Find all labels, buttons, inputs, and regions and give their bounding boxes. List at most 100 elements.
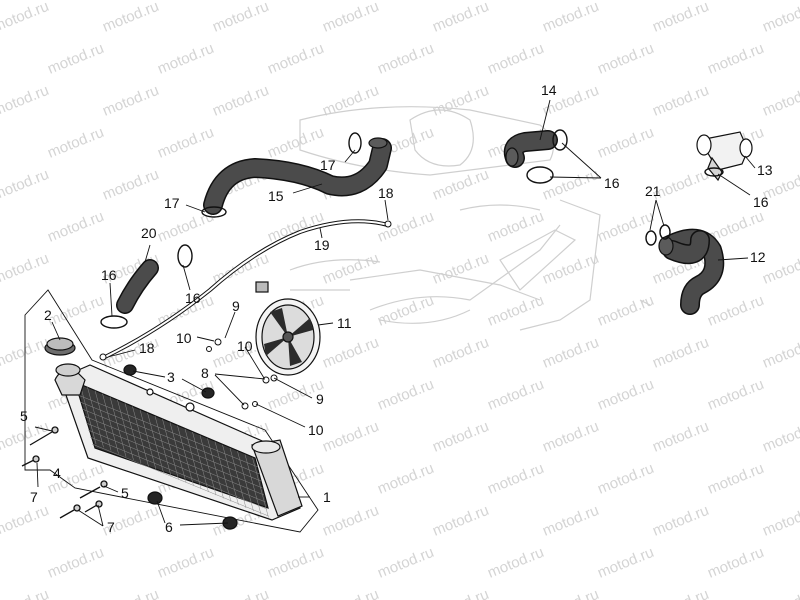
- watermark-text: motod.ru: [375, 460, 436, 498]
- watermark-text: motod.ru: [595, 40, 656, 78]
- watermark-text: motod.ru: [265, 40, 326, 78]
- watermark-text: motod.ru: [760, 82, 800, 120]
- watermark-text: motod.ru: [320, 0, 381, 36]
- hose-15: [203, 137, 392, 215]
- callout-4: 4: [53, 465, 61, 481]
- callout-9-upper: 9: [232, 298, 240, 314]
- watermark-text: motod.ru: [265, 544, 326, 582]
- watermark-text: motod.ru: [430, 502, 491, 540]
- radiator-cap: [44, 337, 76, 356]
- watermark-text: motod.ru: [595, 460, 656, 498]
- watermark-text: motod.ru: [705, 460, 766, 498]
- watermark-text: motod.ru: [485, 460, 546, 498]
- hose-clamps: [100, 129, 724, 329]
- hose-20: [116, 259, 159, 314]
- watermark-text: motod.ru: [320, 586, 381, 600]
- watermark-text: motod.ru: [485, 544, 546, 582]
- watermark-text: motod.ru: [155, 124, 216, 162]
- watermark-text: motod.ru: [540, 0, 601, 36]
- callout-15: 15: [268, 188, 284, 204]
- thermostat-housing: [696, 131, 753, 182]
- cooling-fan: [255, 281, 321, 376]
- watermark-text: motod.ru: [540, 334, 601, 372]
- watermark-text: motod.ru: [650, 0, 711, 36]
- callout-18-right: 18: [378, 185, 394, 201]
- watermark-text: motod.ru: [595, 208, 656, 246]
- callout-3: 3: [167, 369, 175, 385]
- watermark-text: motod.ru: [45, 544, 106, 582]
- watermark-text: motod.ru: [540, 502, 601, 540]
- watermark-text: motod.ru: [0, 82, 51, 120]
- watermark-text: motod.ru: [320, 418, 381, 456]
- callout-9-lower: 9: [316, 391, 324, 407]
- callout-7-right: 7: [107, 519, 115, 535]
- watermark-text: motod.ru: [100, 0, 161, 36]
- watermark-text: motod.ru: [320, 334, 381, 372]
- watermark-text: motod.ru: [430, 418, 491, 456]
- watermark-text: motod.ru: [650, 82, 711, 120]
- watermark-text: motod.ru: [595, 376, 656, 414]
- watermark-text: motod.ru: [595, 124, 656, 162]
- watermark-text: motod.ru: [705, 292, 766, 330]
- watermark-text: motod.ru: [375, 376, 436, 414]
- callout-16-thermostat: 16: [753, 194, 769, 210]
- watermark-text: motod.ru: [45, 208, 106, 246]
- watermark-text: motod.ru: [210, 82, 271, 120]
- watermark-text: motod.ru: [430, 334, 491, 372]
- watermark-text: motod.ru: [760, 418, 800, 456]
- watermark-text: motod.ru: [375, 208, 436, 246]
- watermark-text: motod.ru: [485, 40, 546, 78]
- breather-tube: [103, 219, 390, 359]
- radiator: [54, 363, 303, 521]
- callout-10-middle: 10: [237, 338, 253, 354]
- watermark-text: motod.ru: [705, 544, 766, 582]
- watermark-text: motod.ru: [485, 376, 546, 414]
- watermark-text: motod.ru: [155, 40, 216, 78]
- watermark-text: motod.ru: [430, 82, 491, 120]
- callout-16-hose14: 16: [604, 175, 620, 191]
- watermark-text: motod.ru: [0, 250, 51, 288]
- watermark-text: motod.ru: [760, 0, 800, 36]
- watermark-text: motod.ru: [100, 82, 161, 120]
- watermark-text: motod.ru: [210, 586, 271, 600]
- watermark-text: motod.ru: [0, 166, 51, 204]
- watermark-text: motod.ru: [595, 544, 656, 582]
- callout-12: 12: [750, 249, 766, 265]
- callout-11: 11: [337, 315, 352, 331]
- watermark-text: motod.ru: [540, 418, 601, 456]
- watermark-text: motod.ru: [760, 334, 800, 372]
- watermark-text: motod.ru: [210, 0, 271, 36]
- callout-13: 13: [757, 162, 773, 178]
- callout-6: 6: [165, 519, 173, 535]
- watermark-text: motod.ru: [45, 40, 106, 78]
- watermark-text: motod.ru: [100, 166, 161, 204]
- callout-5-upper: 5: [20, 408, 28, 424]
- watermark-text: motod.ru: [595, 292, 656, 330]
- bolts: [21, 426, 108, 519]
- watermark-text: motod.ru: [760, 586, 800, 600]
- watermark-text: motod.ru: [265, 124, 326, 162]
- hose-14: [503, 130, 558, 168]
- watermark-text: motod.ru: [0, 0, 51, 36]
- callout-17-upper: 17: [320, 157, 336, 173]
- watermark-text: motod.ru: [0, 502, 51, 540]
- watermark-text: motod.ru: [0, 334, 51, 372]
- watermark-text: motod.ru: [650, 502, 711, 540]
- watermark-text: motod.ru: [375, 40, 436, 78]
- watermark-text: motod.ru: [45, 292, 106, 330]
- watermark-text: motod.ru: [760, 502, 800, 540]
- callout-10-lower: 10: [308, 422, 324, 438]
- callout-20: 20: [141, 225, 157, 241]
- watermark-text: motod.ru: [650, 586, 711, 600]
- watermark-text: motod.ru: [650, 334, 711, 372]
- callout-14: 14: [541, 82, 557, 98]
- watermark-text: motod.ru: [100, 586, 161, 600]
- engine-background-ghost: [289, 106, 651, 331]
- hose-12: [658, 228, 725, 315]
- callout-8: 8: [201, 365, 209, 381]
- watermark-text: motod.ru: [430, 586, 491, 600]
- callout-21: 21: [645, 183, 661, 199]
- callout-17-lower: 17: [164, 195, 180, 211]
- watermark-text: motod.ru: [705, 376, 766, 414]
